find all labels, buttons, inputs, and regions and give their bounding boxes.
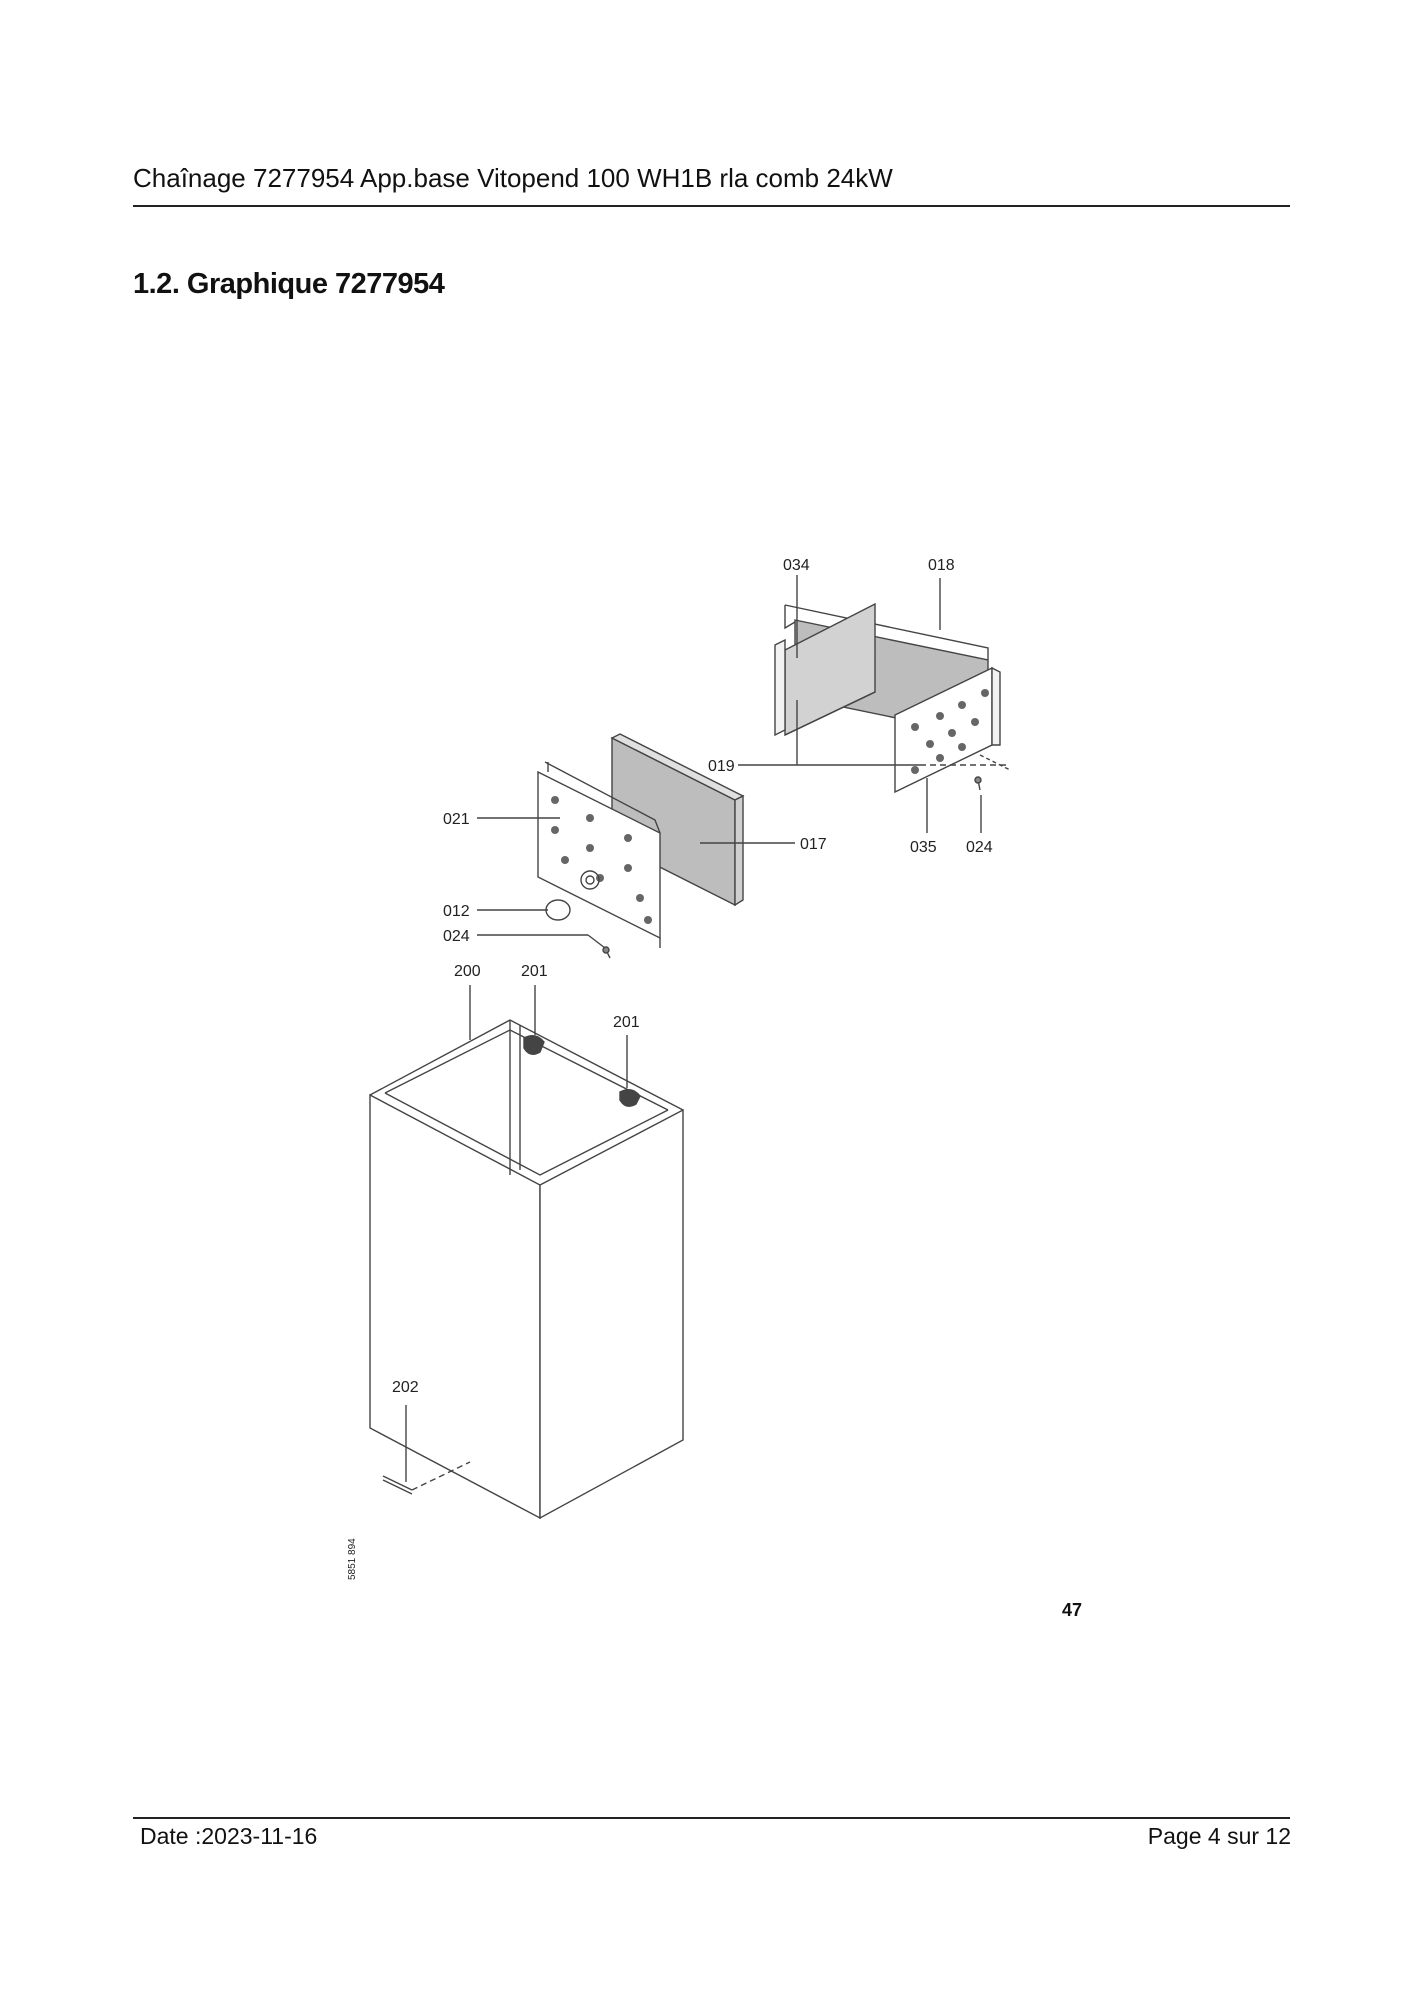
section-title: 1.2. Graphique 7277954 (133, 268, 445, 300)
footer-page-number: Page 4 sur 12 (1147, 1823, 1291, 1849)
part-024-screw-middle (602, 946, 611, 959)
header-divider (133, 205, 1290, 207)
label-202: 202 (392, 1379, 419, 1396)
footer-date: Date :2023-11-16 (140, 1823, 318, 1849)
label-018: 018 (928, 557, 955, 574)
part-200-casing (369, 1019, 684, 1520)
label-201-left: 201 (521, 963, 548, 980)
part-024-screw-right (974, 776, 982, 791)
label-034: 034 (783, 557, 810, 574)
part-201-clip-left (523, 1035, 545, 1055)
part-017-insulation (610, 733, 745, 907)
part-012-gasket (545, 899, 571, 921)
footer-divider (133, 1817, 1290, 1819)
label-024-middle: 024 (443, 928, 470, 945)
label-012: 012 (443, 903, 470, 920)
part-034-left-panel (774, 602, 876, 737)
exploded-parts-diagram: 034 018 019 021 017 035 024 012 024 200 … (347, 557, 1011, 1580)
label-200: 200 (454, 963, 481, 980)
drawing-code: 5851 894 (347, 1538, 358, 1580)
label-019: 019 (708, 758, 735, 775)
document-header-title: Chaînage 7277954 App.base Vitopend 100 W… (133, 163, 893, 193)
label-201-right: 201 (613, 1014, 640, 1031)
label-021: 021 (443, 811, 470, 828)
part-021-front-plate (537, 761, 661, 948)
drawing-page-reference: 47 (1062, 1600, 1083, 1620)
label-017: 017 (800, 836, 827, 853)
part-035-right-panel (894, 666, 1001, 794)
part-201-clip-right (619, 1089, 641, 1107)
label-024-right: 024 (966, 839, 993, 856)
part-202-screw (382, 1475, 413, 1495)
label-035: 035 (910, 839, 937, 856)
